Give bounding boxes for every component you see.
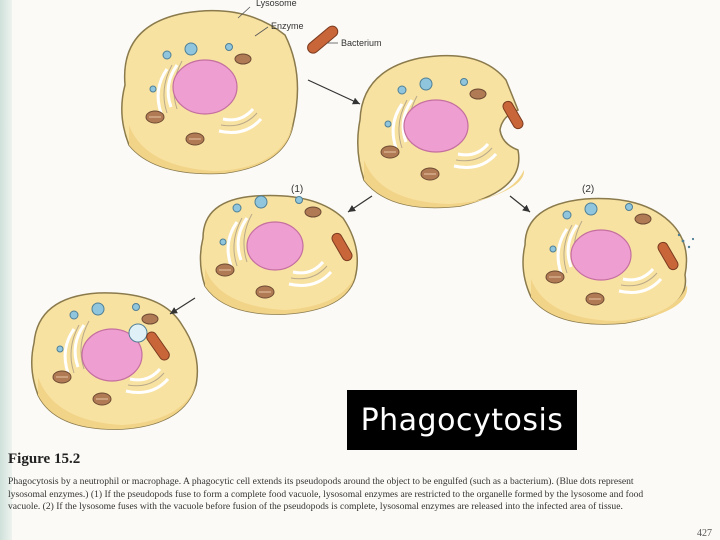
page-edge-shadow xyxy=(0,0,12,540)
arrow-vacuole xyxy=(169,297,196,315)
cell-food-vacuole xyxy=(31,292,199,430)
step-1-label: (1) xyxy=(291,184,304,195)
slide-title: Phagocytosis xyxy=(360,402,564,438)
page-number: 427 xyxy=(697,528,712,539)
figure-label: Figure 15.2 xyxy=(8,451,81,467)
nucleus xyxy=(172,59,238,115)
arrow-engulf xyxy=(307,79,361,105)
cell-engulfing xyxy=(357,54,525,209)
enzyme-label: Enzyme xyxy=(271,21,304,31)
cell-step-2 xyxy=(522,197,695,325)
figure-caption: Phagocytosis by a neutrophil or macropha… xyxy=(8,476,644,512)
arrow-step-2 xyxy=(509,195,531,213)
lysosome-label: Lysosome xyxy=(256,0,297,8)
cell-initial xyxy=(121,9,299,175)
bacterium-label: Bacterium xyxy=(341,38,382,48)
cell-step-1 xyxy=(199,194,358,315)
title-banner: Phagocytosis xyxy=(347,390,577,450)
bacterium-free xyxy=(307,25,339,54)
enzyme-callout-line xyxy=(254,26,269,37)
lysosome-callout-line xyxy=(237,6,251,19)
arrow-step-1 xyxy=(347,195,373,213)
step-2-label: (2) xyxy=(582,184,595,195)
